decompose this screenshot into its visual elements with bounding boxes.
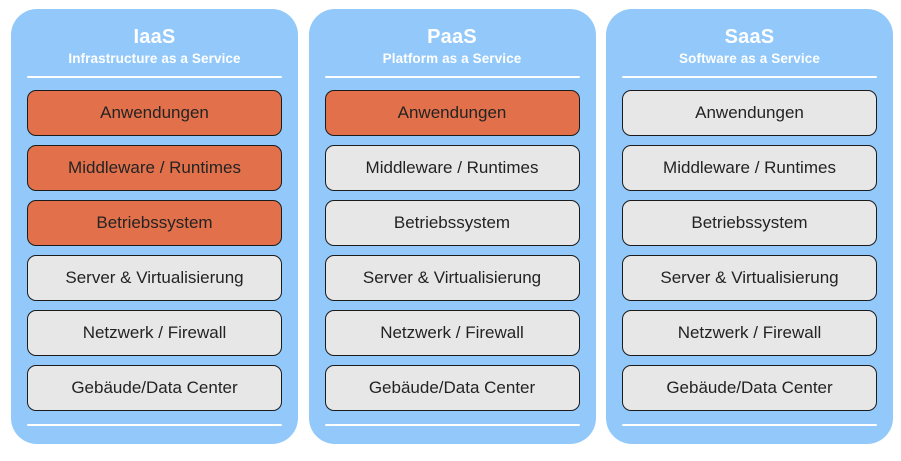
panel-subtitle-paas: Platform as a Service xyxy=(382,51,522,66)
layer-box: Server & Virtualisierung xyxy=(622,255,877,301)
service-model-panel-saas: SaaS Software as a Service Anwendungen M… xyxy=(606,9,893,444)
panel-subtitle-iaas: Infrastructure as a Service xyxy=(68,51,241,66)
layer-box: Betriebssystem xyxy=(324,200,580,246)
service-model-panel-paas: PaaS Platform as a Service Anwendungen M… xyxy=(308,9,596,444)
layer-box: Gebäude/Data Center xyxy=(27,365,282,411)
panel-header-saas: SaaS Software as a Service xyxy=(622,9,877,78)
layer-box: Middleware / Runtimes xyxy=(622,145,877,191)
layer-box: Anwendungen xyxy=(27,90,282,136)
header-divider-saas xyxy=(622,76,877,78)
header-divider-paas xyxy=(324,76,580,78)
footer-divider-paas xyxy=(324,424,580,426)
layer-box: Middleware / Runtimes xyxy=(324,145,580,191)
layer-box: Betriebssystem xyxy=(622,200,877,246)
service-model-panel-iaas: IaaS Infrastructure as a Service Anwendu… xyxy=(11,9,298,444)
footer-divider-saas xyxy=(622,424,877,426)
layer-box: Anwendungen xyxy=(324,90,580,136)
panel-header-paas: PaaS Platform as a Service xyxy=(324,9,580,78)
layer-box: Netzwerk / Firewall xyxy=(27,310,282,356)
layer-list-iaas: Anwendungen Middleware / Runtimes Betrie… xyxy=(27,78,282,411)
panel-subtitle-saas: Software as a Service xyxy=(679,51,820,66)
layer-box: Server & Virtualisierung xyxy=(27,255,282,301)
header-divider-iaas xyxy=(27,76,282,78)
layer-box: Gebäude/Data Center xyxy=(622,365,877,411)
footer-divider-iaas xyxy=(27,424,282,426)
layer-box: Netzwerk / Firewall xyxy=(324,310,580,356)
layer-list-saas: Anwendungen Middleware / Runtimes Betrie… xyxy=(622,78,877,411)
layer-box: Netzwerk / Firewall xyxy=(622,310,877,356)
layer-box: Gebäude/Data Center xyxy=(324,365,580,411)
layer-box: Middleware / Runtimes xyxy=(27,145,282,191)
layer-box: Server & Virtualisierung xyxy=(324,255,580,301)
layer-list-paas: Anwendungen Middleware / Runtimes Betrie… xyxy=(324,78,580,411)
panel-title-iaas: IaaS xyxy=(133,26,176,48)
layer-box: Anwendungen xyxy=(622,90,877,136)
panel-header-iaas: IaaS Infrastructure as a Service xyxy=(27,9,282,78)
layer-box: Betriebssystem xyxy=(27,200,282,246)
panel-title-saas: SaaS xyxy=(724,26,775,48)
panel-title-paas: PaaS xyxy=(427,26,477,48)
